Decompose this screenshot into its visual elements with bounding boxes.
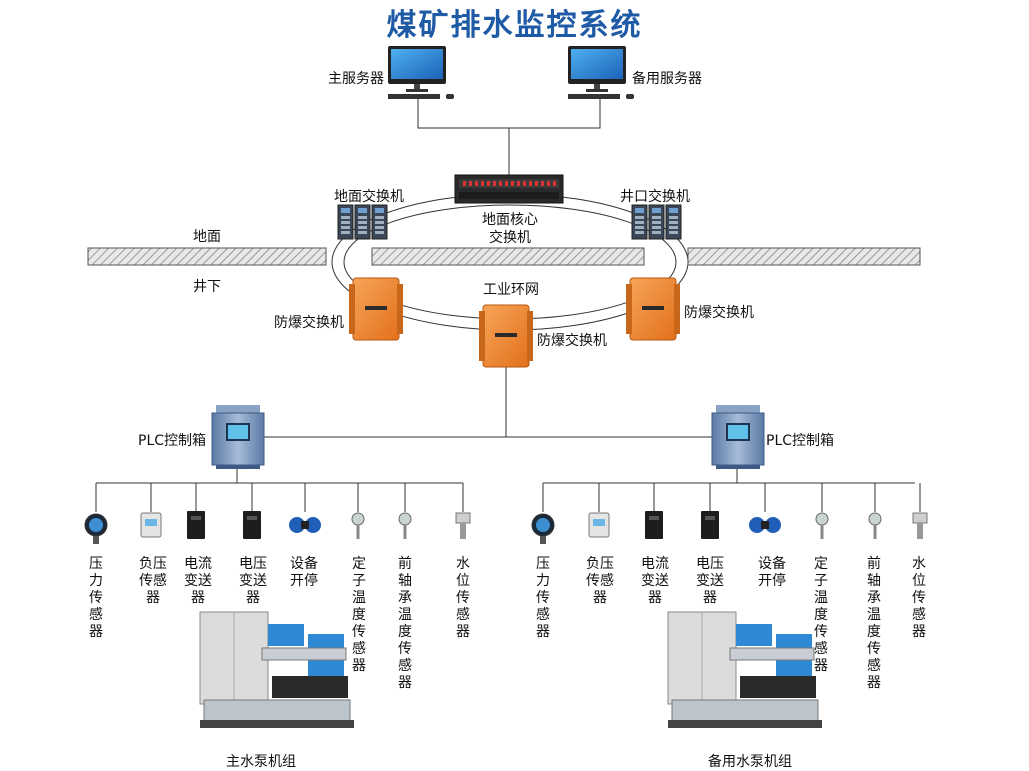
- ring-label: 工业环网: [483, 282, 539, 298]
- ground-bar: [371, 247, 645, 266]
- sensor-label: 设备开停: [758, 556, 786, 589]
- pressure-gauge-icon: [531, 513, 555, 544]
- backup-pump-label: 备用水泵机组: [708, 754, 792, 770]
- stator-temp-icon: [351, 512, 365, 539]
- run-status-icon: [289, 517, 321, 533]
- ground-bar: [87, 247, 327, 266]
- current-transmitter-icon: [645, 511, 663, 539]
- sensor-label: 水位传感器: [912, 556, 926, 640]
- sensor-label: 前轴承温度传感器: [867, 556, 881, 691]
- vacuum-sensor-icon: [588, 512, 610, 538]
- plc-box-right-icon: [711, 405, 765, 469]
- plc-left-label: PLC控制箱: [138, 433, 207, 449]
- plc-box-left-icon: [211, 405, 265, 469]
- surface-label: 地面: [193, 229, 221, 245]
- plc-bus: [96, 365, 915, 484]
- underground-label: 井下: [193, 279, 221, 295]
- core-switch-label-1: 地面核心: [482, 212, 538, 228]
- sensor-label: 压力传感器: [536, 556, 550, 640]
- sensor-label: 电流变送器: [184, 556, 212, 606]
- stator-temp-icon: [815, 512, 829, 539]
- sensor-label: 前轴承温度传感器: [398, 556, 412, 691]
- voltage-transmitter-icon: [243, 511, 261, 539]
- sensor-label: 电流变送器: [641, 556, 669, 606]
- server-links: [417, 97, 601, 175]
- ex-switch-right-label: 防爆交换机: [684, 305, 754, 321]
- sensor-label: 水位传感器: [456, 556, 470, 640]
- sensor-drops: [95, 483, 921, 512]
- sensor-label: 定子温度传感器: [352, 556, 366, 674]
- sensor-label: 定子温度传感器: [814, 556, 828, 674]
- sensor-label: 设备开停: [290, 556, 318, 589]
- backup-server-icon: [568, 46, 634, 99]
- main-server-icon: [388, 46, 454, 99]
- plc-right-label: PLC控制箱: [766, 433, 835, 449]
- current-transmitter-icon: [187, 511, 205, 539]
- diagram-title: 煤矿排水监控系统: [386, 8, 643, 43]
- shaft-switch-icon: [631, 204, 682, 240]
- core-switch-icon: [454, 174, 564, 204]
- ground-bar: [687, 247, 921, 266]
- core-switch-label-2: 交换机: [489, 230, 531, 246]
- main-pump-label: 主水泵机组: [226, 754, 296, 770]
- surface-switch-icon: [337, 204, 388, 240]
- sensor-icons: [84, 511, 928, 544]
- surface-switch-label: 地面交换机: [334, 189, 404, 205]
- voltage-transmitter-icon: [701, 511, 719, 539]
- sensor-label: 电压变送器: [696, 556, 724, 606]
- ex-switch-center-label: 防爆交换机: [537, 333, 607, 349]
- ex-switch-center-icon: [479, 304, 533, 368]
- sensor-label: 压力传感器: [89, 556, 103, 640]
- bearing-temp-icon: [398, 512, 412, 539]
- water-level-icon: [912, 512, 928, 539]
- backup-pump-unit-icon: [667, 611, 822, 728]
- ex-switch-left-icon: [349, 277, 403, 341]
- main-pump-unit-icon: [199, 611, 354, 728]
- bearing-temp-icon: [868, 512, 882, 539]
- ex-switch-left-label: 防爆交换机: [274, 315, 344, 331]
- sensor-label: 负压传感器: [139, 556, 167, 606]
- sensor-label: 负压传感器: [586, 556, 614, 606]
- shaft-switch-label: 井口交换机: [620, 189, 690, 205]
- main-server-label: 主服务器: [328, 71, 384, 87]
- vacuum-sensor-icon: [140, 512, 162, 538]
- water-level-icon: [455, 512, 471, 539]
- sensor-label: 电压变送器: [239, 556, 267, 606]
- ex-switch-right-icon: [626, 277, 680, 341]
- pressure-gauge-icon: [84, 513, 108, 544]
- backup-server-label: 备用服务器: [632, 71, 702, 87]
- run-status-icon: [749, 517, 781, 533]
